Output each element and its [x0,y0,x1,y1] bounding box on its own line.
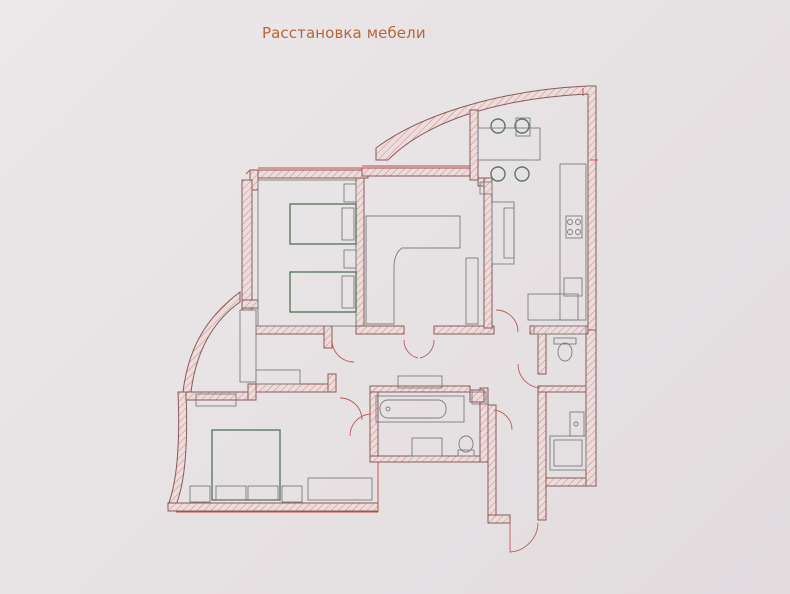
single-bed-2 [289,271,357,313]
page-title: Расстановка мебели [262,24,426,42]
door-swings [331,309,541,553]
kitchen-furniture [477,117,587,321]
study-furniture [365,215,479,325]
outline-lines [176,165,470,513]
living-furniture [189,393,373,503]
single-bed-1 [289,203,357,245]
corner-marks [245,88,598,175]
bedroom-furniture [239,179,357,385]
bathroom-fixtures [375,375,487,457]
shower-fixtures [549,411,587,471]
wc-fixtures [533,325,587,362]
